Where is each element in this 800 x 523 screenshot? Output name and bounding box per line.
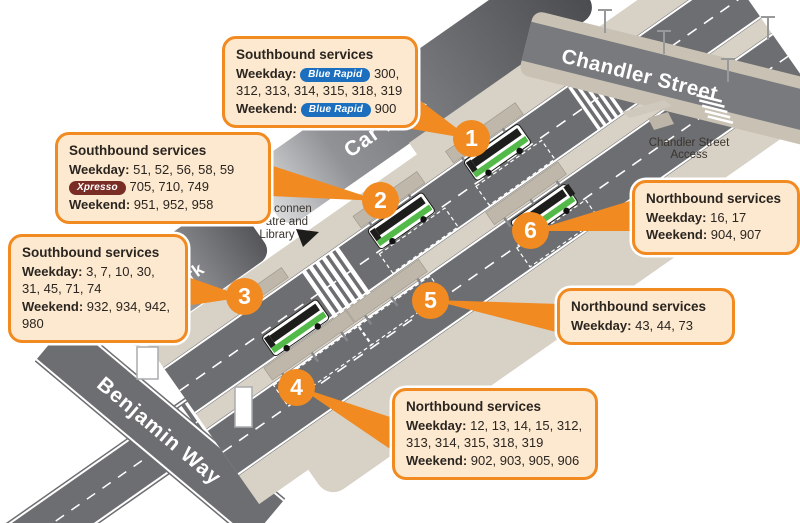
weekend-line: Weekend: 902, 903, 905, 906 xyxy=(406,452,584,469)
stop-circle-5: 5 xyxy=(412,282,449,319)
weekend-routes: 902, 903, 905, 906 xyxy=(470,452,580,468)
stop-circle-6: 6 xyxy=(512,212,549,249)
stop-number: 1 xyxy=(465,125,478,151)
weekday-line: Weekday: 16, 17 xyxy=(646,209,786,226)
weekday-routes: 16, 17 xyxy=(710,209,747,225)
blue-rapid-badge: Blue Rapid xyxy=(300,67,371,82)
pointer-stop2 xyxy=(270,165,380,201)
weekday-label: Weekday: xyxy=(236,65,297,81)
weekend-line: Weekend: 951, 952, 958 xyxy=(69,196,257,213)
stop-circle-4: 4 xyxy=(278,369,315,406)
bridge-roadway xyxy=(521,21,800,163)
weekend-label: Weekend: xyxy=(646,227,708,243)
bus-at-stop1 xyxy=(463,124,531,181)
stop-number: 3 xyxy=(238,283,251,309)
weekend-routes: 951, 952, 958 xyxy=(133,196,214,212)
weekday-routes: 300, 312, 313, 314, 315, 318, 319 xyxy=(236,65,403,99)
pointer-stop6 xyxy=(532,199,636,231)
callout-title: Northbound services xyxy=(646,191,782,206)
weekend-label: Weekend: xyxy=(22,298,84,314)
weekday-routes: 3, 7, 10, 30, 31, 45, 71, 74 xyxy=(22,263,155,297)
xpresso-badge: Xpresso xyxy=(69,181,126,196)
weekend-line: Weekend: 904, 907 xyxy=(646,226,786,243)
stop-number: 5 xyxy=(424,287,437,313)
busway-crosswalk xyxy=(302,247,380,331)
stop-number: 6 xyxy=(524,217,537,243)
shelter-stop4 xyxy=(263,310,355,381)
chandler-access-annotation: Chandler Street Access xyxy=(649,137,730,161)
callout-title: Southbound services xyxy=(22,245,160,260)
weekday-label: Weekday: xyxy=(69,161,130,177)
weekend-routes: 900 xyxy=(374,100,397,116)
callout-title: Northbound services xyxy=(406,399,542,414)
weekend-line: Weekend: 932, 934, 942, 980 xyxy=(22,298,174,333)
weekday-line: Weekday: 12, 13, 14, 15, 312, 313, 314, … xyxy=(406,417,584,452)
weekday-label: Weekday: xyxy=(646,209,707,225)
stop-number: 2 xyxy=(374,187,387,213)
stop-circle-2: 2 xyxy=(362,182,399,219)
weekday-line: Weekday: 51, 52, 56, 58, 59 xyxy=(69,161,257,178)
weekend-label: Weekend: xyxy=(406,452,468,468)
callout-title: Southbound services xyxy=(69,143,207,158)
car-park-upper-area xyxy=(251,0,592,224)
callout-pointers xyxy=(185,96,636,453)
callout-stop2: Southbound services Weekday: 51, 52, 56,… xyxy=(55,132,271,224)
bus-at-stop4 xyxy=(262,299,330,357)
street-lamps xyxy=(598,9,775,82)
belconnen-arrow-icon xyxy=(296,229,319,247)
chandler-access-label-line2: Access xyxy=(670,149,707,161)
chandler-access-ramp xyxy=(622,100,674,130)
callout-stop5: Northbound services Weekday: 43, 44, 73 xyxy=(557,288,735,346)
weekend-line: Weekend: Blue Rapid 900 xyxy=(236,100,404,117)
shelter-stop5 xyxy=(346,259,428,323)
sign-panel-1 xyxy=(136,346,159,380)
belconnen-label-line3: Library xyxy=(259,229,294,241)
callout-title: Northbound services xyxy=(571,299,707,314)
weekday-line: Weekday: Blue Rapid 300, 312, 313, 314, … xyxy=(236,65,404,100)
benjamin-road xyxy=(34,318,286,523)
weekday-label: Weekday: xyxy=(571,317,632,333)
callout-stop4: Northbound services Weekday: 12, 13, 14,… xyxy=(392,388,598,480)
chandler-access-label-line1: Chandler Street xyxy=(649,137,730,149)
weekend-routes: 932, 934, 942, 980 xyxy=(22,298,170,331)
callout-stop3: Southbound services Weekday: 3, 7, 10, 3… xyxy=(8,234,188,344)
weekday-routes: 51, 52, 56, 58, 59 xyxy=(133,161,235,177)
callout-title: Southbound services xyxy=(236,47,374,62)
pointer-stop1 xyxy=(370,96,471,139)
xpresso-routes: 705, 710, 749 xyxy=(129,179,210,195)
bridge-stairs-icon xyxy=(696,93,734,124)
callout-stop6: Northbound services Weekday: 16, 17 Week… xyxy=(632,180,800,255)
sign-panel-2 xyxy=(234,386,253,428)
weekday-routes: 12, 13, 14, 15, 312, 313, 314, 315, 318,… xyxy=(406,417,583,451)
blue-rapid-badge: Blue Rapid xyxy=(300,102,372,117)
weekday-line: Weekday: 3, 7, 10, 30, 31, 45, 71, 74 xyxy=(22,263,174,298)
stop-number: 4 xyxy=(290,374,303,400)
weekend-label: Weekend: xyxy=(236,100,298,116)
bus-at-stop2 xyxy=(367,192,435,250)
pointer-stop4 xyxy=(299,387,396,453)
stop-circle-1: 1 xyxy=(453,120,490,157)
callout-stop1: Southbound services Weekday: Blue Rapid … xyxy=(222,36,418,128)
shelter-stop6 xyxy=(485,161,567,226)
weekday-line: Weekday: 43, 44, 73 xyxy=(571,317,721,334)
weekend-routes: 904, 907 xyxy=(710,227,762,243)
weekday-routes: 43, 44, 73 xyxy=(635,317,693,333)
weekday-label: Weekday: xyxy=(406,417,467,433)
weekend-label: Weekend: xyxy=(69,196,131,212)
pointer-stop5 xyxy=(432,300,560,333)
xpresso-line: Xpresso 705, 710, 749 xyxy=(69,178,257,196)
stop-circle-3: 3 xyxy=(226,278,263,315)
weekday-label: Weekday: xyxy=(22,263,83,279)
